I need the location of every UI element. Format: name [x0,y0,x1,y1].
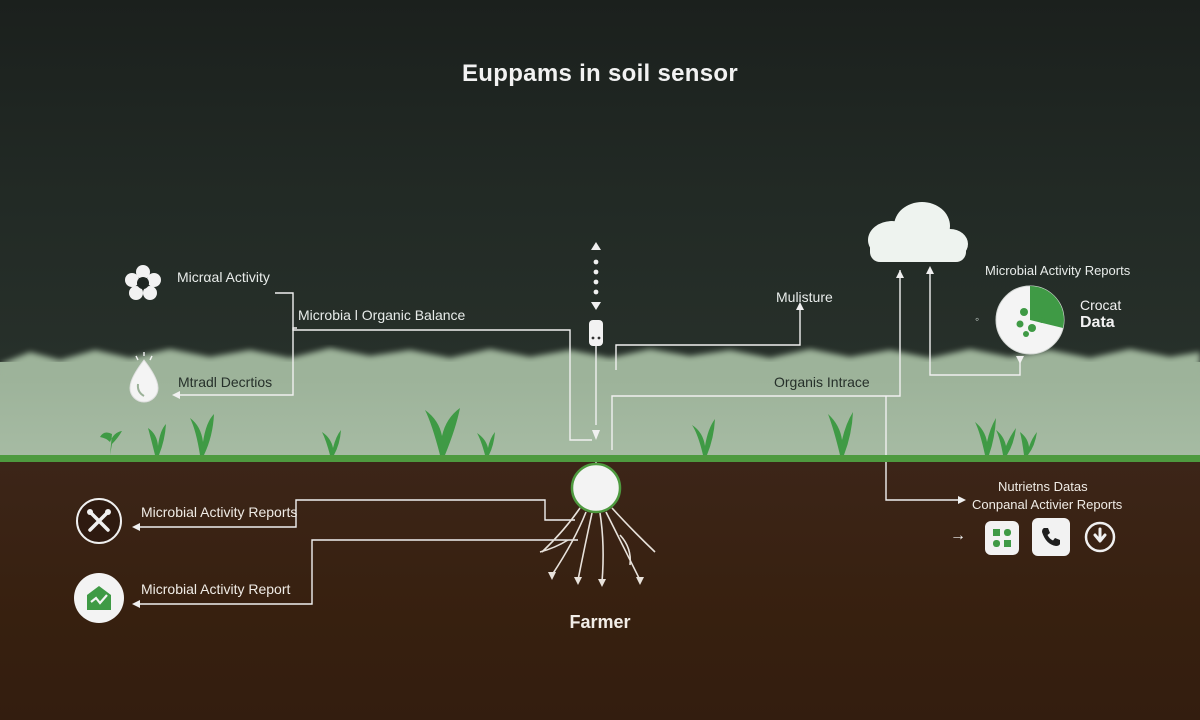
label-activity-reports-top: Microbial Activity Reports [985,263,1131,278]
cloud-icon [868,202,968,262]
water-drop-icon [118,350,170,408]
gear-cluster-icon [118,258,168,308]
sky-background [0,0,1200,360]
connector-moisture [615,308,801,370]
report-chart-icon [74,573,124,623]
label-activity-reports-left: Microbial Activity Reports [141,504,298,520]
connector-activity-probe [275,292,592,441]
label-moisture: Mulisture [776,289,833,305]
label-companion-reports: Conpanal Activier Reports [972,497,1123,512]
ground-surface-line [0,455,1200,463]
label-microbial-organic-balance: Microbia l Organic Balance [298,307,466,323]
connector-organic-cloud [611,270,901,450]
diagram-title: Euppams in soil sensor [461,60,738,87]
crowd-data-block: Crocat Data [1080,296,1121,332]
sprouts [100,408,1037,455]
label-nutrients-data: Nutrietns Datas [998,479,1088,494]
crowd-data-line1: Crocat [1080,297,1122,313]
label-farmer: Farmer [569,612,631,632]
small-dot: ◦ [975,312,980,326]
connector-cloud-pie [929,270,1021,376]
arrow-right-icon: → [950,527,966,544]
cross-tools-icon [76,498,122,544]
grid-app-icon[interactable] [985,521,1019,555]
label-microbial-activity: Micrαal Activity [177,269,270,285]
sensor-probe-icon [589,320,603,346]
crowd-data-line2: Data [1080,314,1115,331]
dotted-arrow [591,242,601,310]
pie-chart-icon [995,285,1065,355]
phone-icon[interactable] [1032,518,1070,556]
label-mineral-deposits: Mtradl Decrtios [178,374,273,390]
label-activity-report-left: Microbial Activity Report [141,581,291,597]
connector-balance-mineral [180,327,297,396]
info-circle-icon[interactable] [1083,520,1117,554]
label-organic-interface: Organis Intrace [774,374,870,390]
